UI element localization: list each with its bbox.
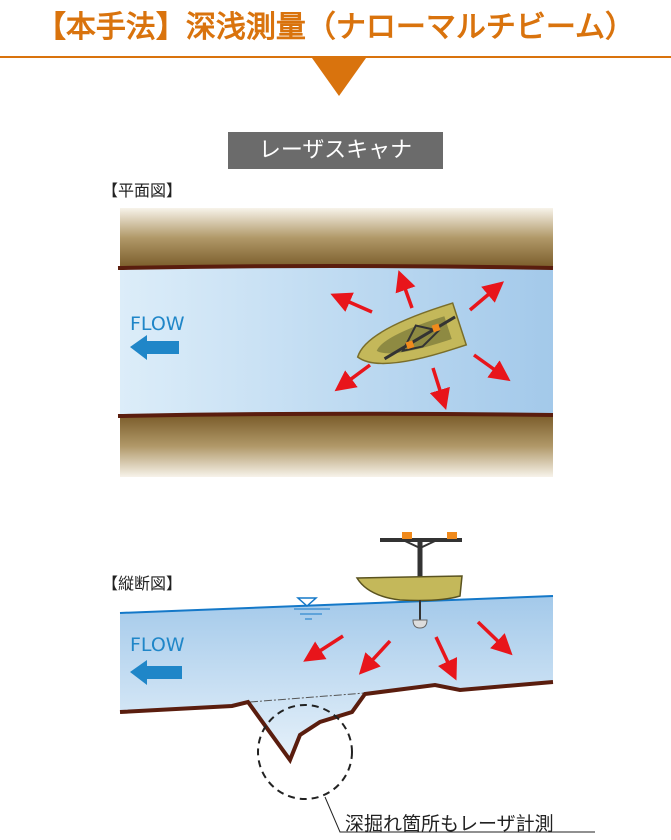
scour-annotation: 深掘れ箇所もレーザ計測 — [345, 813, 554, 835]
laser-arrows-plan — [330, 270, 511, 411]
bank-line-bottom — [117, 411, 554, 418]
annotation-leader — [324, 796, 595, 833]
boat-profile-icon — [355, 532, 463, 629]
original-bed-line — [249, 692, 366, 703]
title-divider — [0, 56, 671, 58]
water-surface — [119, 595, 554, 614]
profile-view-label: 【縦断図】 — [102, 574, 183, 593]
boat-plan-icon — [356, 302, 468, 365]
profile-view — [119, 532, 595, 833]
laser-scanner-badge: レーザスキャナ — [228, 132, 443, 169]
plan-view — [117, 208, 554, 477]
page-title: 【本手法】深浅測量（ナローマルチビーム） — [35, 10, 636, 45]
flow-arrow-icon — [130, 335, 179, 360]
plan-view-label: 【平面図】 — [102, 181, 183, 200]
river-water-section — [120, 596, 553, 760]
riverbed-line — [119, 680, 554, 765]
upper-bank — [120, 208, 553, 268]
flow-arrow-icon — [130, 660, 182, 685]
river-water — [120, 268, 553, 415]
plan-flow-label: FLOW — [130, 313, 185, 335]
scour-highlight-circle — [257, 704, 353, 800]
lower-bank — [120, 415, 553, 477]
laser-arrows-profile — [303, 620, 513, 681]
water-level-icon — [294, 597, 330, 620]
down-triangle-icon — [312, 58, 366, 96]
profile-flow-label: FLOW — [130, 634, 185, 656]
bank-line-top — [117, 264, 554, 270]
